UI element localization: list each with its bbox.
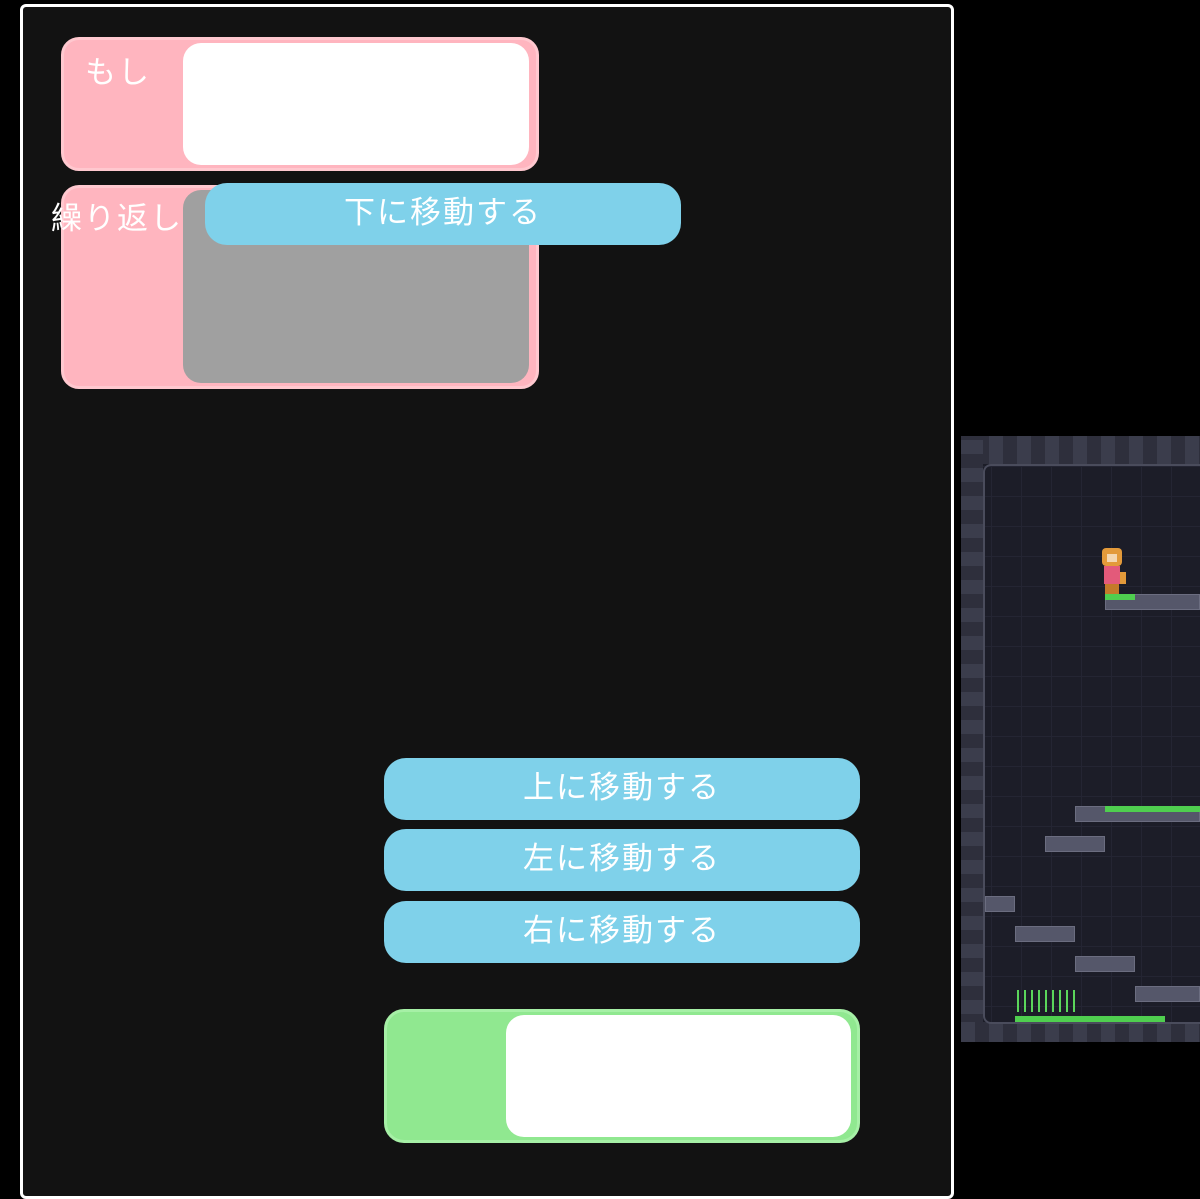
move-left-command[interactable]: 左に移動する <box>384 829 860 891</box>
grass-patch <box>1105 594 1135 600</box>
stage-wall-left <box>961 436 983 1042</box>
stone-platform <box>1045 836 1105 852</box>
stone-platform <box>985 896 1015 912</box>
grass-tufts <box>1017 990 1077 1012</box>
grass-floor <box>1015 1016 1165 1022</box>
move-right-command[interactable]: 右に移動する <box>384 901 860 963</box>
stone-platform <box>1135 986 1200 1002</box>
move-up-command[interactable]: 上に移動する <box>384 758 860 820</box>
if-block[interactable] <box>61 37 539 171</box>
green-block[interactable] <box>384 1009 860 1143</box>
stage-frame <box>983 464 1200 1024</box>
stone-platform <box>1015 926 1075 942</box>
stage-wall-bottom <box>961 1022 1200 1042</box>
game-stage <box>961 436 1200 1042</box>
stage-wall-top <box>961 436 1200 464</box>
cat-character-icon <box>1099 548 1126 594</box>
if-block-label: もし <box>85 55 151 91</box>
grass-patch <box>1105 806 1200 812</box>
green-block-slot[interactable] <box>506 1015 851 1137</box>
if-condition-slot[interactable] <box>183 43 529 165</box>
move-down-command[interactable]: 下に移動する <box>205 183 681 245</box>
repeat-block-label: 繰り返し <box>51 201 183 237</box>
code-editor-panel: もし 繰り返し 下に移動する 上に移動する 左に移動する 右に移動する <box>20 4 954 1199</box>
stone-platform <box>1075 956 1135 972</box>
